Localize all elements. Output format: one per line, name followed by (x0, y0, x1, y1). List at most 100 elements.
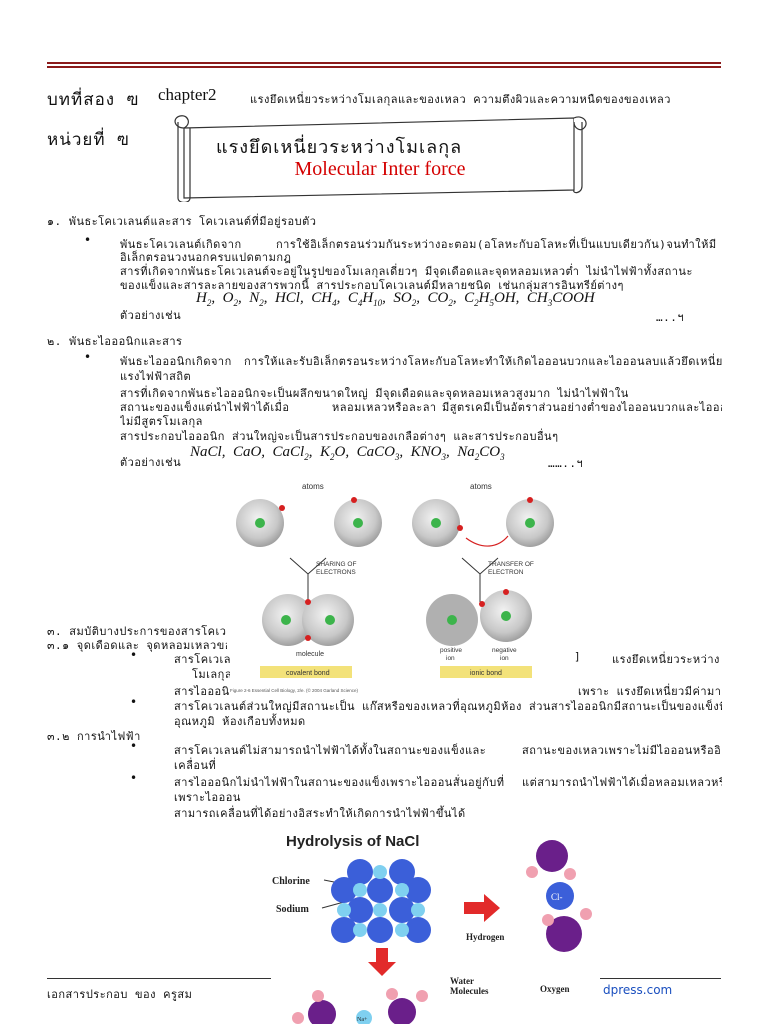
bullet: • (84, 233, 92, 247)
paragraph-line: สารไอออนิกมีจุดเดือดและจุดหลอมเหลวสูง (174, 685, 230, 698)
nucleus (255, 518, 265, 528)
banner-subtitle: Molecular Inter force (294, 158, 466, 180)
paragraph-line: พันธะโคเวเลนต์เกิดจาก (120, 238, 242, 251)
formula: C4H10 (347, 290, 383, 308)
paragraph-line: สารโคเวเลนต์ส่วนใหญ่มีสถานะเป็น แก๊สหรือ… (174, 700, 722, 713)
label-cl-ion: Cl- (551, 892, 563, 902)
formula: CH4 (311, 290, 337, 308)
arrow-right-icon (464, 894, 500, 922)
figure-caption: Figure 2-6 Essential Cell Biology, 2/e. … (230, 687, 359, 693)
paragraph-line: สารที่เกิดจากพันธะไอออนิกจะเป็นผลึกขนาดใ… (120, 387, 629, 400)
formula: CH3COOH (526, 290, 595, 308)
paragraph-line: สถานะของแข็งแต่นำไฟฟ้าได้เมื่อ (120, 401, 290, 414)
oxygen-atom (388, 998, 416, 1024)
footer-rule (47, 978, 271, 979)
covalent-bond-tag (260, 666, 352, 678)
electron (351, 497, 357, 503)
hydrogen-atom (526, 866, 538, 878)
chapter-label: chapter2 (158, 85, 217, 104)
paragraph-line: สารประกอบไอออนิก ส่วนใหญ่จะเป็นสารประกอบ… (120, 430, 559, 443)
formula: CaO (232, 444, 262, 460)
electron (503, 589, 509, 595)
paragraph-line: ไม่มีสูตรโมเลกุล (120, 415, 203, 428)
paragraph-line: โมเลกุลมีค่าน้อย (192, 668, 230, 681)
label-oxygen: Oxygen (540, 984, 570, 994)
section-heading: ๒. พันธะไอออนิกและสาร (47, 335, 183, 348)
label-covalent-bond: covalent bond (286, 670, 330, 677)
formula: Na2CO3 (457, 444, 505, 462)
oxygen-atom (308, 1000, 336, 1024)
paragraph-line: ของแข็งและสารละลายของสารพวกนี้ สารประกอบ… (120, 279, 624, 292)
hydrolysis-title: Hydrolysis of NaCl (286, 833, 419, 850)
paragraph-line: สารไอออนิกไม่นำไฟฟ้าในสถานะของแข็งเพราะไ… (174, 776, 504, 789)
hydrolysis-diagram-image: Hydrolysis of NaCl Chlorine Sodium Cl- H… (272, 833, 592, 1024)
label-sodium: Sodium (276, 904, 309, 915)
hydrogen-atom (542, 914, 554, 926)
ionic-bond-tag (440, 666, 532, 678)
chapter-title: แรงยึดเหนี่ยวระหว่างโมเลกุลและของเหลว คว… (250, 93, 671, 106)
bullet: • (130, 648, 138, 662)
example-ellipsis: ……..ฯ (548, 457, 584, 470)
nucleus (501, 611, 511, 621)
electron (305, 635, 311, 641)
label-na-ion: Na+ (357, 1017, 368, 1023)
paragraph-line: การใช้อิเล็กตรอนร่วมกันระหว่างอะตอม(อโลห… (276, 238, 717, 251)
paragraph-line: สารที่เกิดจากพันธะโคเวเลนต์จะอยู่ในรูปขอ… (120, 265, 693, 278)
ionic-formulas: NaCl, CaO, CaCl2, K2O, CaCO3, KNO3, Na2C… (190, 444, 505, 462)
arrow-icon (289, 557, 327, 602)
nucleus (525, 518, 535, 528)
hydrogen-atom (416, 990, 428, 1002)
formula: K2O (319, 444, 346, 462)
label-atoms-left: atoms (302, 482, 324, 491)
covalent-formulas: H2, O2, N2, HCl, CH4, C4H10, SO2, CO2, C… (196, 290, 595, 308)
example-label: ตัวอย่างเช่น (120, 456, 182, 469)
formula: KNO3 (410, 444, 447, 462)
paragraph-line: เพราะ แรงยึดเหนี่ยวมีค่ามาก (578, 685, 722, 698)
nucleus (325, 615, 335, 625)
bullet: • (130, 771, 138, 785)
paragraph-line: ] (574, 650, 582, 663)
formula: CaCO3 (356, 444, 400, 462)
banner-title: แรงยึดเหนี่ยวระหว่างโมเลกุล (216, 137, 463, 158)
footer-text: เอกสารประกอบ ของ ครูสม (47, 988, 193, 1001)
section-heading: ๓. สมบัติบางประการของสารโคเวเลนต์และสารไ… (47, 625, 227, 638)
electron (305, 599, 311, 605)
subsection-heading: ๓.๑ จุดเดือดและ จุดหลอมเหลวของสาร (47, 639, 227, 652)
paragraph-line: อุณหภูมิ ห้องเกือบทั้งหมด (174, 715, 306, 728)
paragraph-line: สารโคเวเลนต์มีจุดเดือดและจุดหลอมเหลวต่ำก… (174, 653, 230, 666)
title-banner: แรงยึดเหนี่ยวระหว่างโมเลกุล Molecular In… (170, 112, 590, 202)
formula: CaCl2 (272, 444, 309, 462)
formula: H2 (196, 290, 212, 308)
section-heading: ๑. พันธะโคเวเลนต์และสาร โคเวเลนต์ที่มีอย… (47, 215, 317, 228)
unit-label: หน่วยที่ ฃ (47, 130, 130, 150)
formula: NaCl (190, 444, 222, 460)
formula: O2 (222, 290, 238, 308)
hydrogen-atom (580, 908, 592, 920)
nucleus (353, 518, 363, 528)
sodium-ion (356, 1010, 372, 1024)
electron (279, 505, 285, 511)
paragraph-line: สถานะของเหลวเพราะไม่มีไอออนหรืออิเล็กตรอ… (522, 744, 722, 757)
paragraph-line: มีสูตรเคมีเป็นอัตราส่วนอย่างต่ำของไอออนบ… (442, 401, 722, 414)
footer-link[interactable]: dpress.com (603, 983, 673, 997)
paragraph-line: สามารถเคลื่อนที่ได้อย่างอิสระทำให้เกิดกา… (174, 807, 466, 820)
footer-rule (600, 978, 721, 979)
subsection-heading: ๓.๒ การนำไฟฟ้า (47, 730, 141, 743)
electron (527, 497, 533, 503)
paragraph-line: อิเล็กตรอนวงนอกครบแปดตามกฎ (120, 251, 292, 264)
label-ionic-bond: ionic bond (470, 670, 502, 677)
hydrogen-atom (386, 988, 398, 1000)
nucleus (431, 518, 441, 528)
paragraph-line: การให้และรับอิเล็กตรอนระหว่างโลหะกับอโลห… (244, 355, 722, 368)
bullet: • (130, 739, 138, 753)
hydrogen-atom (564, 868, 576, 880)
paragraph-line: แรงไฟฟ้าสถิต (120, 370, 192, 383)
paragraph-line: หลอมเหลวหรือละลายน้ำ (332, 401, 436, 414)
header-rule (47, 62, 721, 64)
